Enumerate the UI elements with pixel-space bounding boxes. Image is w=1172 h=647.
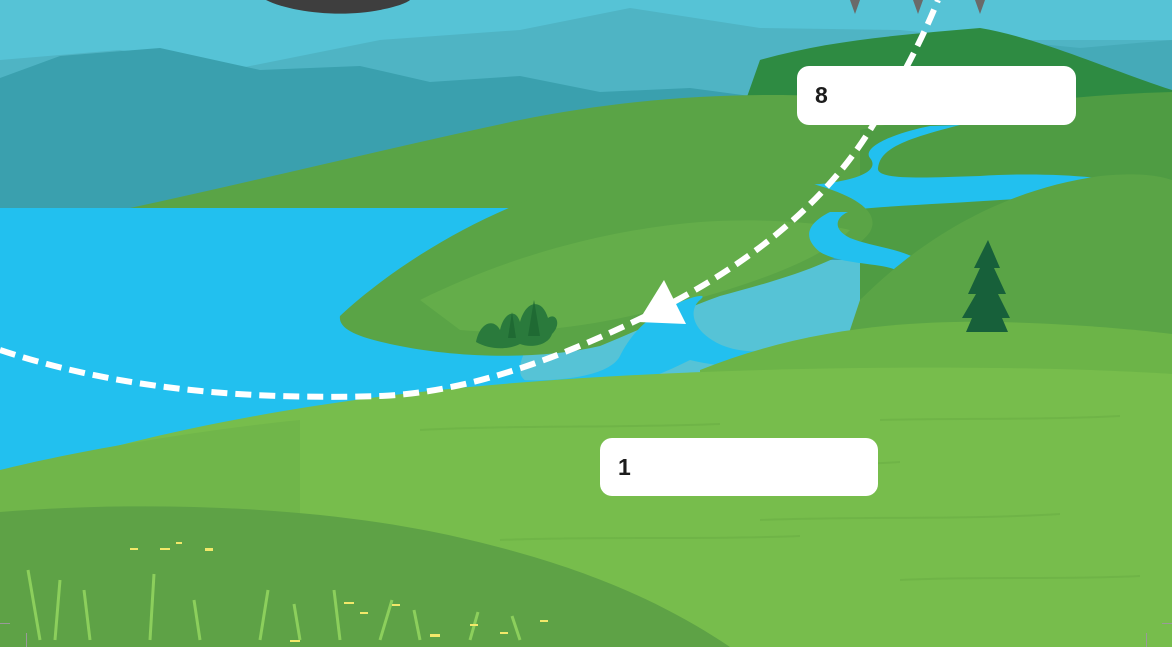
label-box-1[interactable]: 1 <box>600 438 878 496</box>
label-number-8: 8 <box>815 82 828 109</box>
label-box-8[interactable]: 8 <box>797 66 1076 125</box>
crop-mark-bottom-right-vertical <box>1146 633 1147 647</box>
label-number-1: 1 <box>618 454 631 481</box>
crop-mark-bottom-right <box>1162 623 1172 624</box>
crop-mark-bottom-left-vertical <box>26 633 27 647</box>
crop-mark-bottom-left <box>0 623 10 624</box>
